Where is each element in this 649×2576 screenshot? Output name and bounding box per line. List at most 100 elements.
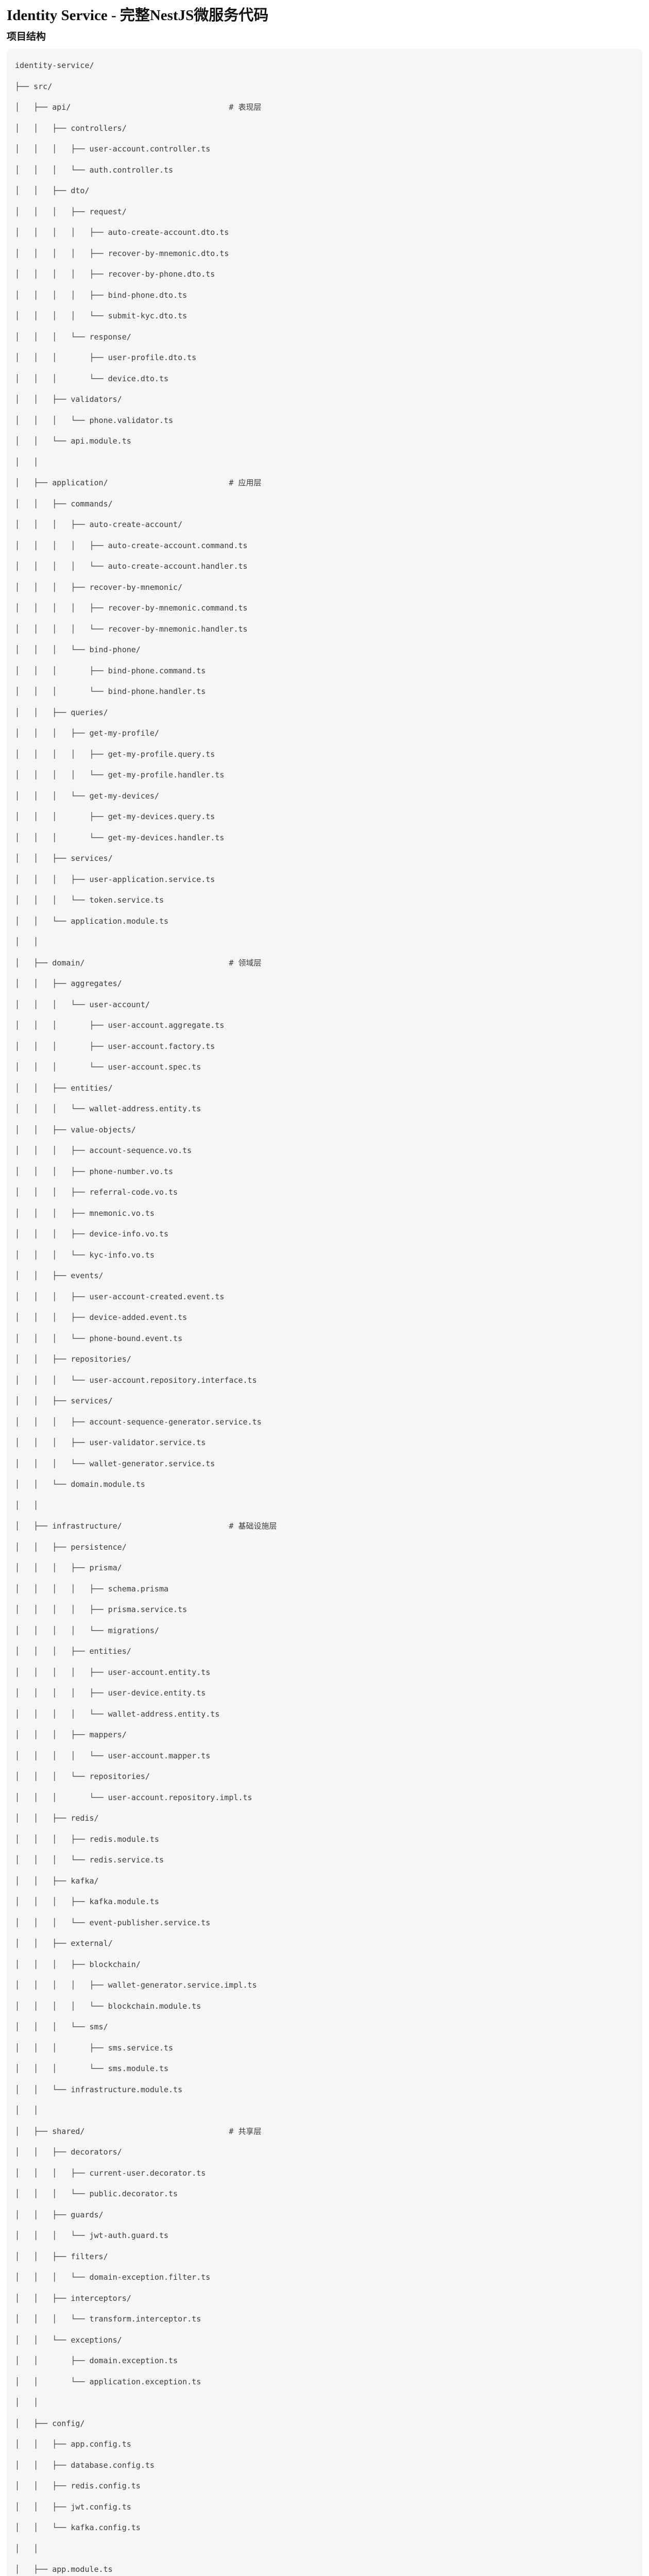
file-tree: identity-service/ ├── src/ │ ├── api/ # 表现… <box>15 55 634 2576</box>
file-tree-line: │ │ ├── value-objects/ <box>15 1125 136 1134</box>
file-tree-line: │ │ │ │ └── user-account.mapper.ts <box>15 1751 211 1760</box>
file-tree-line: │ │ │ ├── get-my-profile/ <box>15 728 159 738</box>
file-tree-line: │ │ <box>15 457 39 467</box>
file-tree-line: │ │ ├── dto/ <box>15 186 90 195</box>
file-tree-line: │ │ │ │ ├── recover-by-phone.dto.ts <box>15 269 215 279</box>
file-tree-line: │ │ ├── redis.config.ts <box>15 2481 141 2490</box>
file-tree-line: │ │ │ └── token.service.ts <box>15 895 164 905</box>
file-tree-line: │ │ ├── services/ <box>15 854 113 863</box>
file-tree-line: │ │ │ ├── bind-phone.command.ts <box>15 666 206 675</box>
file-tree-line: │ │ │ │ ├── bind-phone.dto.ts <box>15 290 187 300</box>
file-tree-line: │ │ ├── guards/ <box>15 2210 104 2219</box>
file-tree-line: │ │ ├── app.config.ts <box>15 2439 131 2449</box>
file-tree-line: │ │ │ └── sms.module.ts <box>15 2064 169 2073</box>
file-tree-line: │ │ <box>15 2398 39 2407</box>
project-structure-code-block: identity-service/ ├── src/ │ ├── api/ # 表现… <box>7 49 642 2576</box>
file-tree-line: │ │ │ └── user-account.spec.ts <box>15 1062 201 1072</box>
file-tree-line: │ │ │ │ ├── prisma.service.ts <box>15 1605 187 1614</box>
file-tree-line: │ │ │ ├── sms.service.ts <box>15 2043 174 2053</box>
file-tree-line: │ │ │ │ └── get-my-profile.handler.ts <box>15 770 225 779</box>
file-tree-line: │ │ │ │ ├── auto-create-account.command.… <box>15 540 248 550</box>
file-tree-line: │ │ │ └── sms/ <box>15 2022 108 2031</box>
file-tree-line: │ │ └── infrastructure.module.ts <box>15 2084 183 2094</box>
file-tree-line: │ │ ├── jwt.config.ts <box>15 2502 131 2512</box>
file-tree-line: │ │ <box>15 2544 39 2553</box>
file-tree-line: │ │ <box>15 2106 39 2115</box>
file-tree-line: │ ├── shared/ # 共享层 <box>15 2126 262 2136</box>
file-tree-line: │ │ │ ├── mappers/ <box>15 1730 127 1739</box>
file-tree-line: │ │ │ └── device.dto.ts <box>15 374 169 383</box>
file-tree-line: │ │ ├── decorators/ <box>15 2147 122 2157</box>
file-tree-line: │ │ │ └── wallet-address.entity.ts <box>15 1104 201 1113</box>
file-tree-line: │ │ ├── services/ <box>15 1396 113 1405</box>
file-tree-line: │ │ │ ├── prisma/ <box>15 1563 122 1572</box>
file-tree-line: │ │ └── kafka.config.ts <box>15 2523 141 2532</box>
file-tree-line: │ │ ├── events/ <box>15 1271 104 1280</box>
file-tree-line: │ │ │ ├── user-application.service.ts <box>15 874 215 884</box>
file-tree-line: │ │ │ │ └── recover-by-mnemonic.handler.… <box>15 624 248 634</box>
file-tree-line: │ │ │ │ ├── schema.prisma <box>15 1584 169 1594</box>
file-tree-line: │ │ │ └── wallet-generator.service.ts <box>15 1459 215 1468</box>
document-title: Identity Service - 完整NestJS微服务代码 <box>7 7 269 24</box>
file-tree-line: │ │ │ └── get-my-devices/ <box>15 791 159 801</box>
file-tree-line: │ │ ├── commands/ <box>15 499 113 509</box>
file-tree-line: │ │ └── exceptions/ <box>15 2335 122 2345</box>
file-tree-line: │ │ │ │ ├── recover-by-mnemonic.dto.ts <box>15 248 229 258</box>
file-tree-line: │ │ └── application.exception.ts <box>15 2377 201 2386</box>
file-tree-line: │ │ │ ├── account-sequence.vo.ts <box>15 1146 192 1155</box>
file-tree-line: │ │ │ ├── mnemonic.vo.ts <box>15 1208 155 1218</box>
file-tree-line: identity-service/ <box>15 61 94 70</box>
file-tree-line: │ │ │ │ ├── auto-create-account.dto.ts <box>15 228 229 237</box>
file-tree-line: │ │ │ ├── user-account.controller.ts <box>15 144 211 154</box>
file-tree-line: │ │ ├── controllers/ <box>15 123 127 133</box>
file-tree-line: │ │ ├── aggregates/ <box>15 979 122 988</box>
file-tree-line: │ │ │ ├── kafka.module.ts <box>15 1897 159 1906</box>
file-tree-line: │ │ │ │ └── wallet-address.entity.ts <box>15 1709 220 1719</box>
section-heading-project-structure: 项目结构 <box>7 31 46 43</box>
file-tree-line: │ │ │ └── redis.service.ts <box>15 1855 164 1865</box>
file-tree-line: │ │ │ └── user-account.repository.impl.t… <box>15 1792 252 1802</box>
file-tree-line: │ │ ├── repositories/ <box>15 1354 131 1364</box>
file-tree-line: │ │ │ │ └── migrations/ <box>15 1625 159 1635</box>
file-tree-line: │ │ │ └── phone-bound.event.ts <box>15 1333 183 1343</box>
file-tree-line: │ │ ├── kafka/ <box>15 1876 99 1886</box>
file-tree-line: │ │ │ ├── redis.module.ts <box>15 1834 159 1844</box>
file-tree-line: │ ├── api/ # 表现层 <box>15 103 262 112</box>
file-tree-line: │ │ │ ├── entities/ <box>15 1647 131 1656</box>
file-tree-line: │ │ │ ├── get-my-devices.query.ts <box>15 812 215 821</box>
file-tree-line: │ │ └── api.module.ts <box>15 436 131 446</box>
file-tree-line: │ │ │ └── user-account.repository.interf… <box>15 1375 257 1385</box>
file-tree-line: │ │ │ ├── current-user.decorator.ts <box>15 2168 206 2178</box>
file-tree-line: │ │ │ ├── request/ <box>15 207 127 216</box>
file-tree-line: │ ├── infrastructure/ # 基础设施层 <box>15 1521 277 1531</box>
file-tree-line: │ │ │ └── public.decorator.ts <box>15 2189 178 2198</box>
file-tree-line: ├── src/ <box>15 81 53 91</box>
file-tree-line: │ │ │ └── event-publisher.service.ts <box>15 1918 211 1927</box>
file-tree-line: │ │ ├── validators/ <box>15 395 122 404</box>
file-tree-line: │ │ │ │ └── blockchain.module.ts <box>15 2001 201 2011</box>
file-tree-line: │ │ ├── interceptors/ <box>15 2293 131 2303</box>
file-tree-line: │ │ <box>15 937 39 946</box>
file-tree-line: │ │ └── application.module.ts <box>15 916 169 926</box>
file-tree-line: │ ├── config/ <box>15 2418 85 2428</box>
file-tree-line: │ │ │ └── jwt-auth.guard.ts <box>15 2231 169 2240</box>
file-tree-line: │ │ ├── entities/ <box>15 1083 113 1093</box>
file-tree-line: │ │ │ │ ├── user-account.entity.ts <box>15 1667 211 1677</box>
file-tree-line: │ │ │ ├── referral-code.vo.ts <box>15 1188 178 1197</box>
file-tree-line: │ │ │ └── repositories/ <box>15 1772 150 1781</box>
file-tree-line: │ │ │ ├── phone-number.vo.ts <box>15 1166 174 1176</box>
file-tree-line: │ │ │ ├── user-profile.dto.ts <box>15 353 197 362</box>
file-tree-line: │ │ │ └── get-my-devices.handler.ts <box>15 833 225 842</box>
file-tree-line: │ │ │ └── auth.controller.ts <box>15 165 174 175</box>
file-tree-line: │ │ │ ├── blockchain/ <box>15 1959 141 1969</box>
file-tree-line: │ ├── app.module.ts <box>15 2565 113 2574</box>
file-tree-line: │ │ │ └── kyc-info.vo.ts <box>15 1250 155 1260</box>
file-tree-line: │ │ │ ├── user-account-created.event.ts <box>15 1292 225 1301</box>
file-tree-line: │ │ ├── queries/ <box>15 707 108 717</box>
file-tree-line: │ │ │ └── transform.interceptor.ts <box>15 2314 201 2324</box>
file-tree-line: │ │ │ │ ├── wallet-generator.service.imp… <box>15 1980 257 1990</box>
file-tree-line: │ ├── domain/ # 领域层 <box>15 958 262 968</box>
file-tree-line: │ │ │ │ ├── get-my-profile.query.ts <box>15 749 215 759</box>
file-tree-line: │ │ │ │ └── auto-create-account.handler.… <box>15 562 248 571</box>
